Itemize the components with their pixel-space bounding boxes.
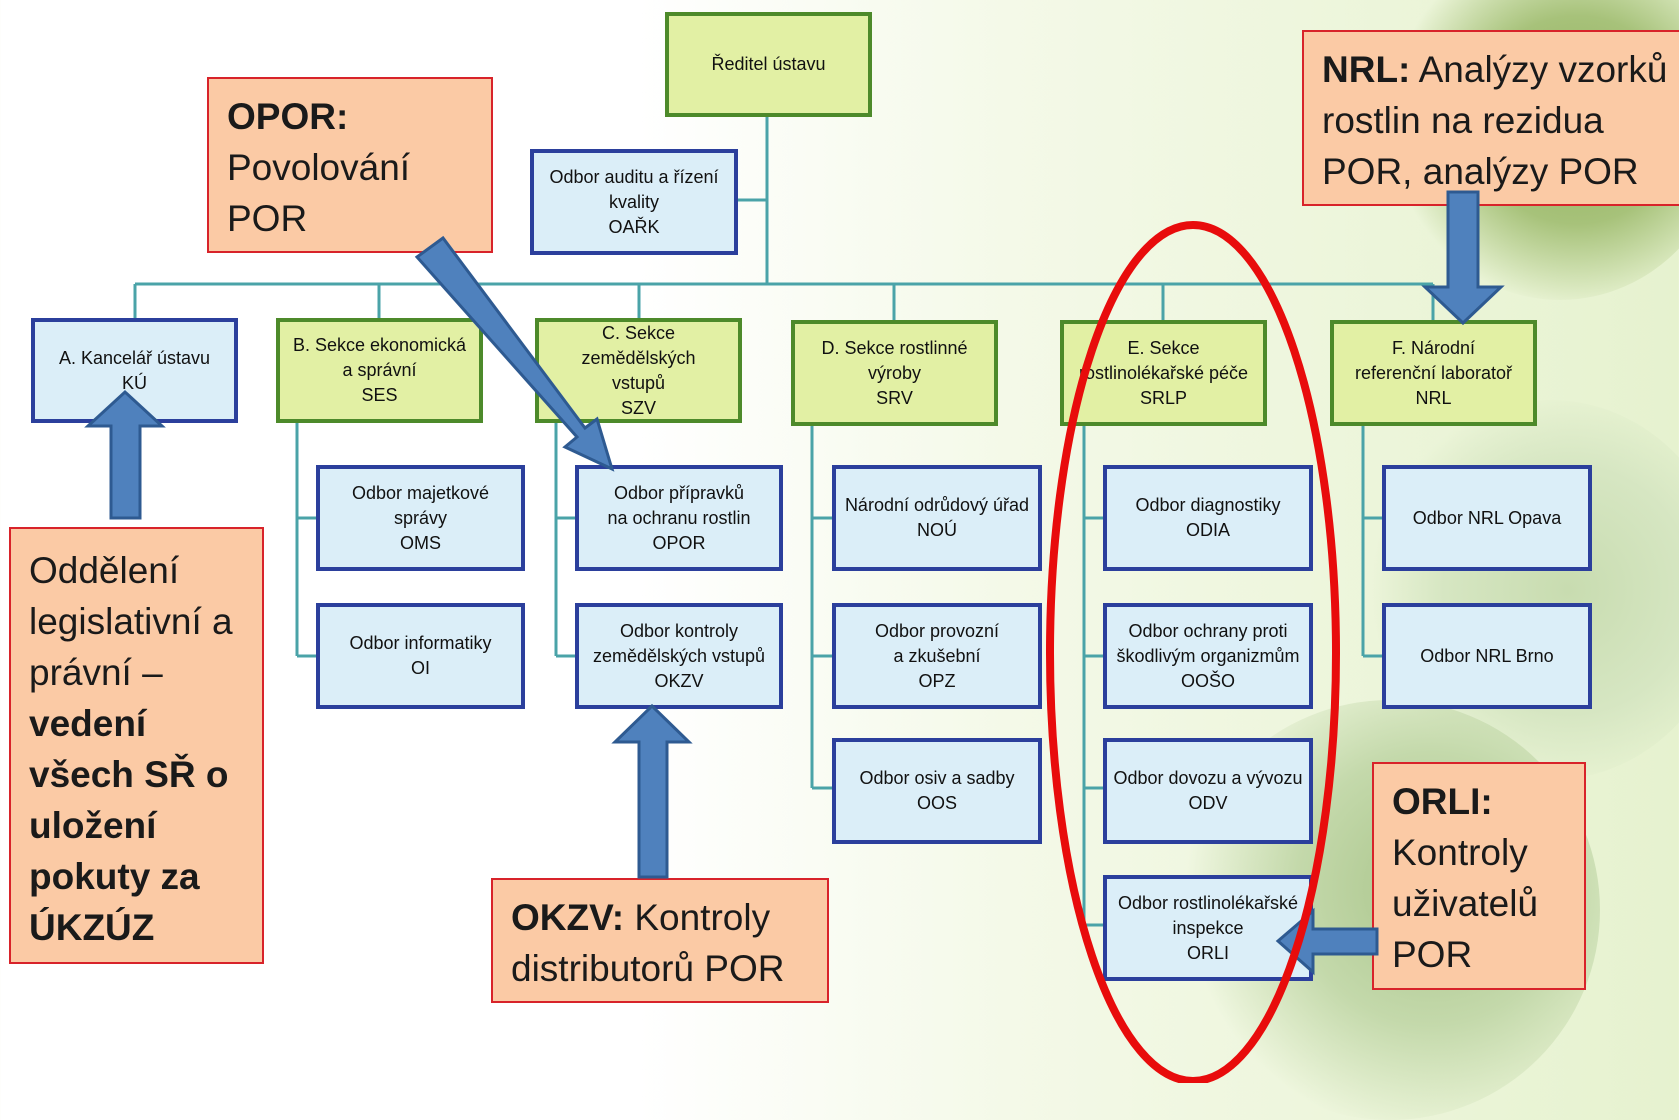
org-chart-slide: Ředitel ústavu Odbor auditu a řízení kva… (9, 0, 1679, 1120)
callout-opor-text: Povolování POR (227, 147, 411, 239)
section-f-label: F. Národní referenční laboratoř NRL (1354, 337, 1513, 408)
callout-okzv-text: Kontroly distributorů POR (511, 897, 785, 989)
callout-orli: ORLI: Kontroly uživatelů POR (1372, 762, 1586, 990)
section-d-box: D. Sekce rostlinné výroby SRV (791, 320, 998, 426)
department-odv-box: Odbor dovozu a vývozu ODV (1103, 738, 1313, 844)
callout-orli-title: ORLI: (1392, 781, 1493, 822)
section-a-label: A. Kancelář ústavu KÚ (58, 347, 211, 393)
department-nrl-brno-label: Odbor NRL Brno (1420, 645, 1554, 666)
section-b-label: B. Sekce ekonomická a správní SES (292, 335, 467, 405)
department-ooso-box: Odbor ochrany proti škodlivým organizmům… (1103, 603, 1313, 709)
callout-okzv: OKZV: Kontroly distributorů POR (491, 878, 829, 1003)
section-f-box: F. Národní referenční laboratoř NRL (1330, 320, 1537, 426)
department-odia-label: Odbor diagnostiky ODIA (1135, 495, 1281, 540)
department-nrl-opava-box: Odbor NRL Opava (1382, 465, 1592, 571)
department-opor-box: Odbor přípravků na ochranu rostlin OPOR (575, 465, 783, 571)
section-e-label: E. Sekce rostlinolékařské péče SRLP (1078, 337, 1249, 408)
callout-nrl-text: Analýzy vzorků rostlin na rezidua POR, a… (1322, 49, 1668, 192)
department-okzv-box: Odbor kontroly zemědělských vstupů OKZV (575, 603, 783, 709)
callout-opor: OPOR: Povolování POR (207, 77, 493, 253)
section-c-box: C. Sekce zemědělských vstupů SZV (535, 318, 742, 423)
highlight-ellipse-section-e (1046, 221, 1340, 1083)
department-oi-label: Odbor informatiky OI (349, 633, 492, 678)
section-c-label: C. Sekce zemědělských vstupů SZV (581, 322, 696, 418)
department-opz-box: Odbor provozní a zkušební OPZ (832, 603, 1042, 709)
department-oos-box: Odbor osiv a sadby OOS (832, 738, 1042, 844)
callout-legal-text: Oddělení legislativní a právní – (29, 550, 233, 693)
department-nou-box: Národní odrůdový úřad NOÚ (832, 465, 1042, 571)
callout-nrl: NRL: Analýzy vzorků rostlin na rezidua P… (1302, 30, 1679, 206)
callout-okzv-title: OKZV: (511, 897, 625, 938)
arrow-okzv (611, 703, 693, 879)
department-okzv-label: Odbor kontroly zemědělských vstupů OKZV (592, 620, 766, 691)
director-label: Ředitel ústavu (711, 54, 826, 74)
department-opor-label: Odbor přípravků na ochranu rostlin OPOR (607, 482, 751, 553)
department-nrl-opava-label: Odbor NRL Opava (1412, 507, 1562, 528)
annotation-overlay (84, 190, 1505, 1083)
arrow-legal (84, 389, 166, 520)
callout-nrl-title: NRL: (1322, 49, 1411, 90)
department-oos-label: Odbor osiv a sadby OOS (859, 768, 1015, 813)
callout-opor-title: OPOR: (227, 96, 349, 137)
department-ooso-label: Odbor ochrany proti škodlivým organizmům… (1116, 620, 1300, 691)
director-box: Ředitel ústavu (665, 12, 872, 117)
audit-department-box: Odbor auditu a řízení kvality OAŘK (530, 149, 738, 255)
section-d-label: D. Sekce rostlinné výroby SRV (821, 337, 968, 408)
department-odv-label: Odbor dovozu a vývozu ODV (1113, 768, 1303, 813)
department-nou-label: Národní odrůdový úřad NOÚ (844, 495, 1030, 540)
department-oms-box: Odbor majetkové správy OMS (316, 465, 525, 571)
section-b-box: B. Sekce ekonomická a správní SES (276, 318, 483, 423)
callout-legal: Oddělení legislativní a právní – vedení … (9, 527, 264, 964)
department-oi-box: Odbor informatiky OI (316, 603, 525, 709)
audit-department-label: Odbor auditu a řízení kvality OAŘK (549, 166, 719, 237)
department-nrl-brno-box: Odbor NRL Brno (1382, 603, 1592, 709)
department-opz-label: Odbor provozní a zkušební OPZ (874, 620, 1000, 691)
arrow-nrl (1421, 190, 1505, 326)
department-odia-box: Odbor diagnostiky ODIA (1103, 465, 1313, 571)
callout-orli-text: Kontroly uživatelů POR (1392, 832, 1539, 975)
department-orli-label: Odbor rostlinolékařské inspekce ORLI (1117, 892, 1299, 963)
department-orli-box: Odbor rostlinolékařské inspekce ORLI (1103, 875, 1313, 981)
arrow-opor (414, 235, 615, 472)
department-oms-label: Odbor majetkové správy OMS (351, 482, 490, 553)
callout-legal-bold: vedení všech SŘ o uložení pokuty za ÚKZÚ… (29, 703, 229, 948)
connector-lines (133, 116, 1435, 927)
